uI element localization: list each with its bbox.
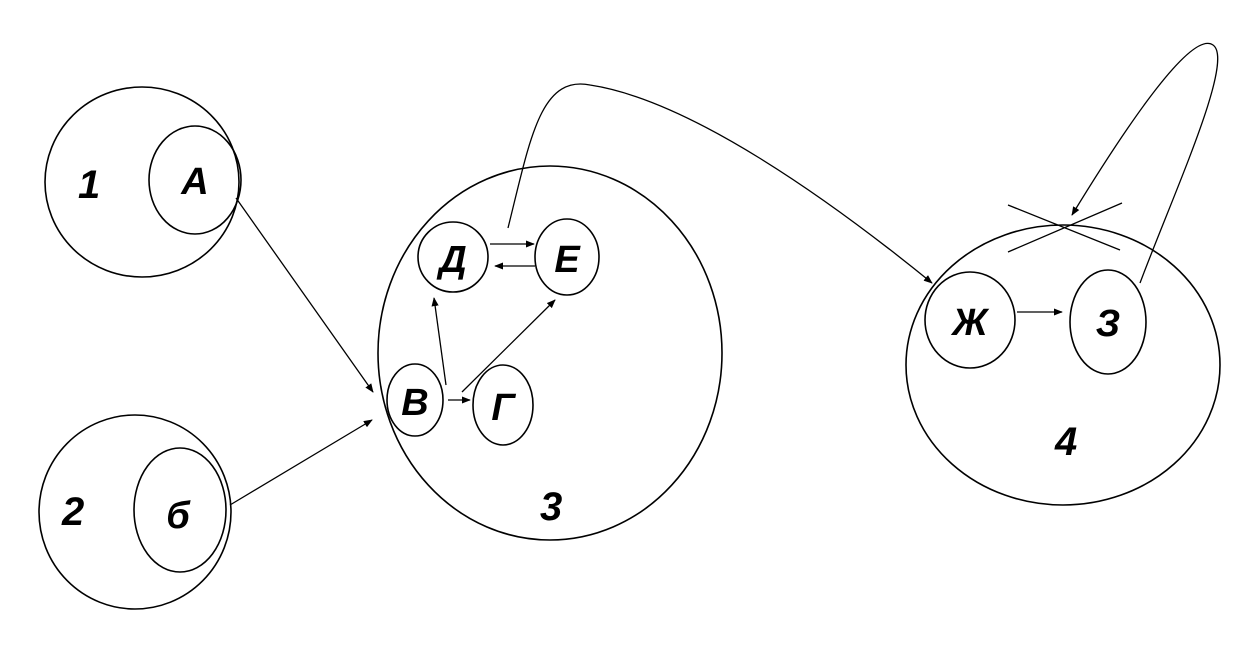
edge-b6-to-V [229,419,373,506]
edge-A-to-V [235,197,374,393]
edge-G-to-E [461,299,556,393]
edge-D-to-Zh [507,83,933,284]
node-Z-circle [1069,269,1147,375]
group-1-label: 1 [78,163,100,207]
edge-Z-loop [1071,42,1219,284]
node-D-circle [417,221,489,293]
node-A-circle [148,125,242,235]
group-3-ring [377,165,723,541]
group-4-ring [905,224,1221,506]
node-Zh-circle [924,271,1016,369]
node-G-circle [472,364,534,446]
node-Z-label: З [1096,303,1120,345]
node-G-label: Г [491,387,516,429]
group-3-label: 3 [540,485,562,529]
group-2-ring [38,414,232,610]
group-1-ring [44,86,240,278]
node-V-label: В [401,382,428,424]
edge-V-to-D [431,297,447,386]
crossout-stroke-2 [1007,202,1123,253]
group-4-label: 4 [1054,420,1077,464]
node-D-label: Д [436,239,466,281]
node-E-label: Е [554,239,581,281]
node-b6-circle [133,447,227,573]
node-V-circle [386,363,444,437]
node-Zh-label: Ж [950,302,989,344]
node-E-circle [534,218,600,296]
group-2-label: 2 [61,490,84,534]
node-b6-label: б [166,495,191,537]
node-A-label: А [180,161,208,203]
